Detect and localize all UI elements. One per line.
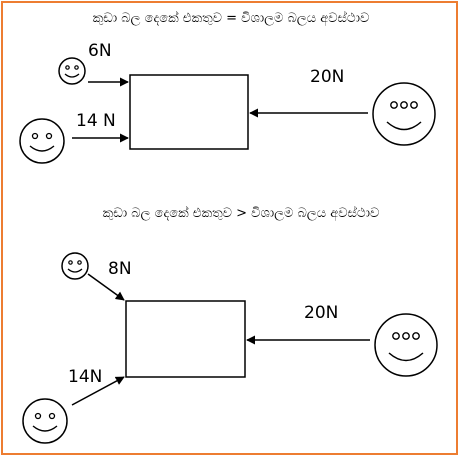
small-smiley-top-icon	[58, 57, 86, 85]
force-arrow-bottom	[71, 376, 125, 406]
large-smiley-right-icon	[374, 313, 438, 377]
force-label-bottom: 14N	[68, 367, 102, 387]
force-label-large: 20N	[310, 67, 344, 87]
medium-smiley-bottom-icon	[22, 398, 68, 444]
small-smiley-top-icon	[61, 252, 89, 280]
panel-2-caption: කුඩා බල දෙකේ එකතුව > විශාලම බලය අවස්ථාව	[103, 205, 380, 221]
panel-1-caption: කුඩා බල දෙකේ එකතුව = විශාලම බලය අවස්ථාව	[93, 10, 370, 26]
panel-2-box	[125, 300, 246, 378]
force-label-top: 6N	[88, 41, 112, 61]
medium-smiley-bottom-icon	[19, 118, 65, 164]
force-label-bottom: 14 N	[76, 111, 116, 131]
panel-equal: කුඩා බල දෙකේ එකතුව = විශාලම බලය අවස්ථාව …	[19, 10, 436, 164]
force-label-top: 8N	[108, 259, 132, 279]
panel-1-box	[129, 74, 249, 150]
panel-greater: කුඩා බල දෙකේ එකතුව > විශාලම බලය අවස්ථාව …	[22, 205, 438, 444]
large-smiley-right-icon	[372, 82, 436, 146]
force-label-large: 20N	[304, 303, 338, 323]
force-arrow-top	[87, 273, 125, 301]
